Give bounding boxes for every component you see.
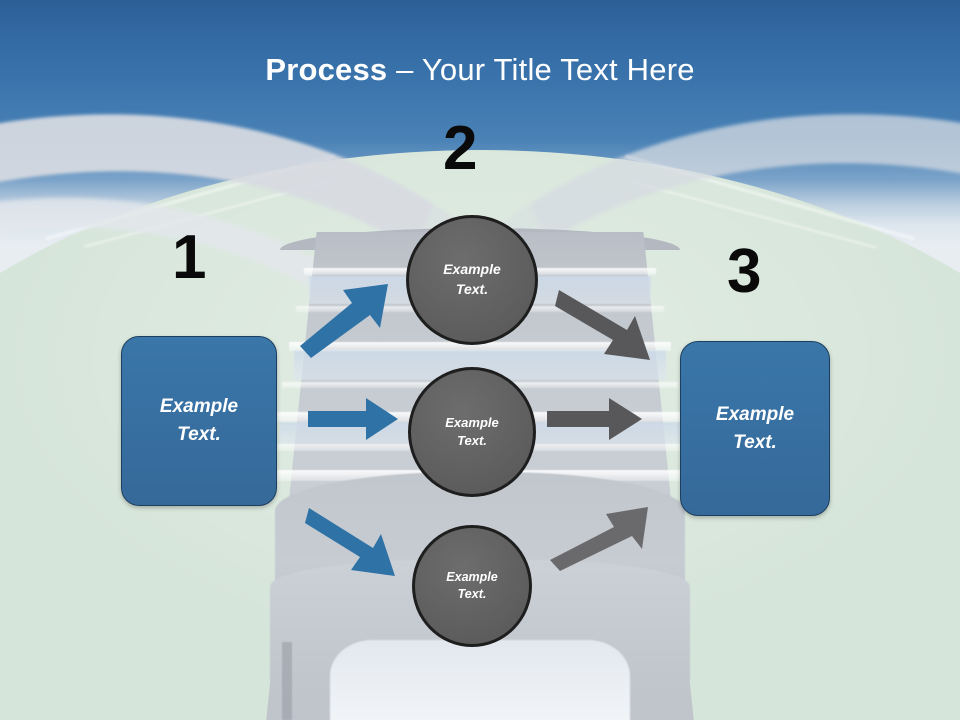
process-circle-top-line1: Example [443,261,501,278]
page-title-rest-part: – Your Title Text Here [387,52,695,87]
process-circle-bottom-line1: Example [446,569,498,584]
process-box-left-line2: Text. [177,424,221,445]
process-circle-middle-line1: Example [445,414,499,430]
process-box-right-line2: Text. [733,431,777,453]
page-title: Process – Your Title Text Here [0,52,960,88]
background-stair-tread [289,342,671,351]
process-circle-top[interactable]: Example Text. [406,215,538,345]
process-box-right-line1: Example [715,403,795,425]
process-circle-middle-line2: Text. [457,433,487,448]
process-box-left[interactable]: Example Text. [121,336,277,506]
arrow-gray-up-right [550,507,648,571]
background-bottom-panel [330,640,630,720]
step-number-3: 3 [727,237,762,306]
arrow-blue-right [308,398,398,440]
process-box-left-line1: Example [159,396,239,418]
process-circle-middle[interactable]: Example Text. [408,367,536,497]
process-circle-top-line2: Text. [455,281,489,297]
page-title-bold-part: Process [265,52,388,87]
arrow-blue-up-right [300,284,388,358]
step-number-2: 2 [443,114,478,183]
arrow-gray-down-right [555,290,650,360]
background-bottom-edge [282,642,292,720]
process-box-right[interactable]: Example Text. [680,341,830,516]
arrow-gray-right [547,398,642,440]
step-number-1: 1 [172,223,207,292]
process-circle-bottom[interactable]: Example Text. [412,525,532,647]
arrow-blue-down-right [305,508,395,576]
process-circle-bottom-line2: Text. [457,587,487,601]
